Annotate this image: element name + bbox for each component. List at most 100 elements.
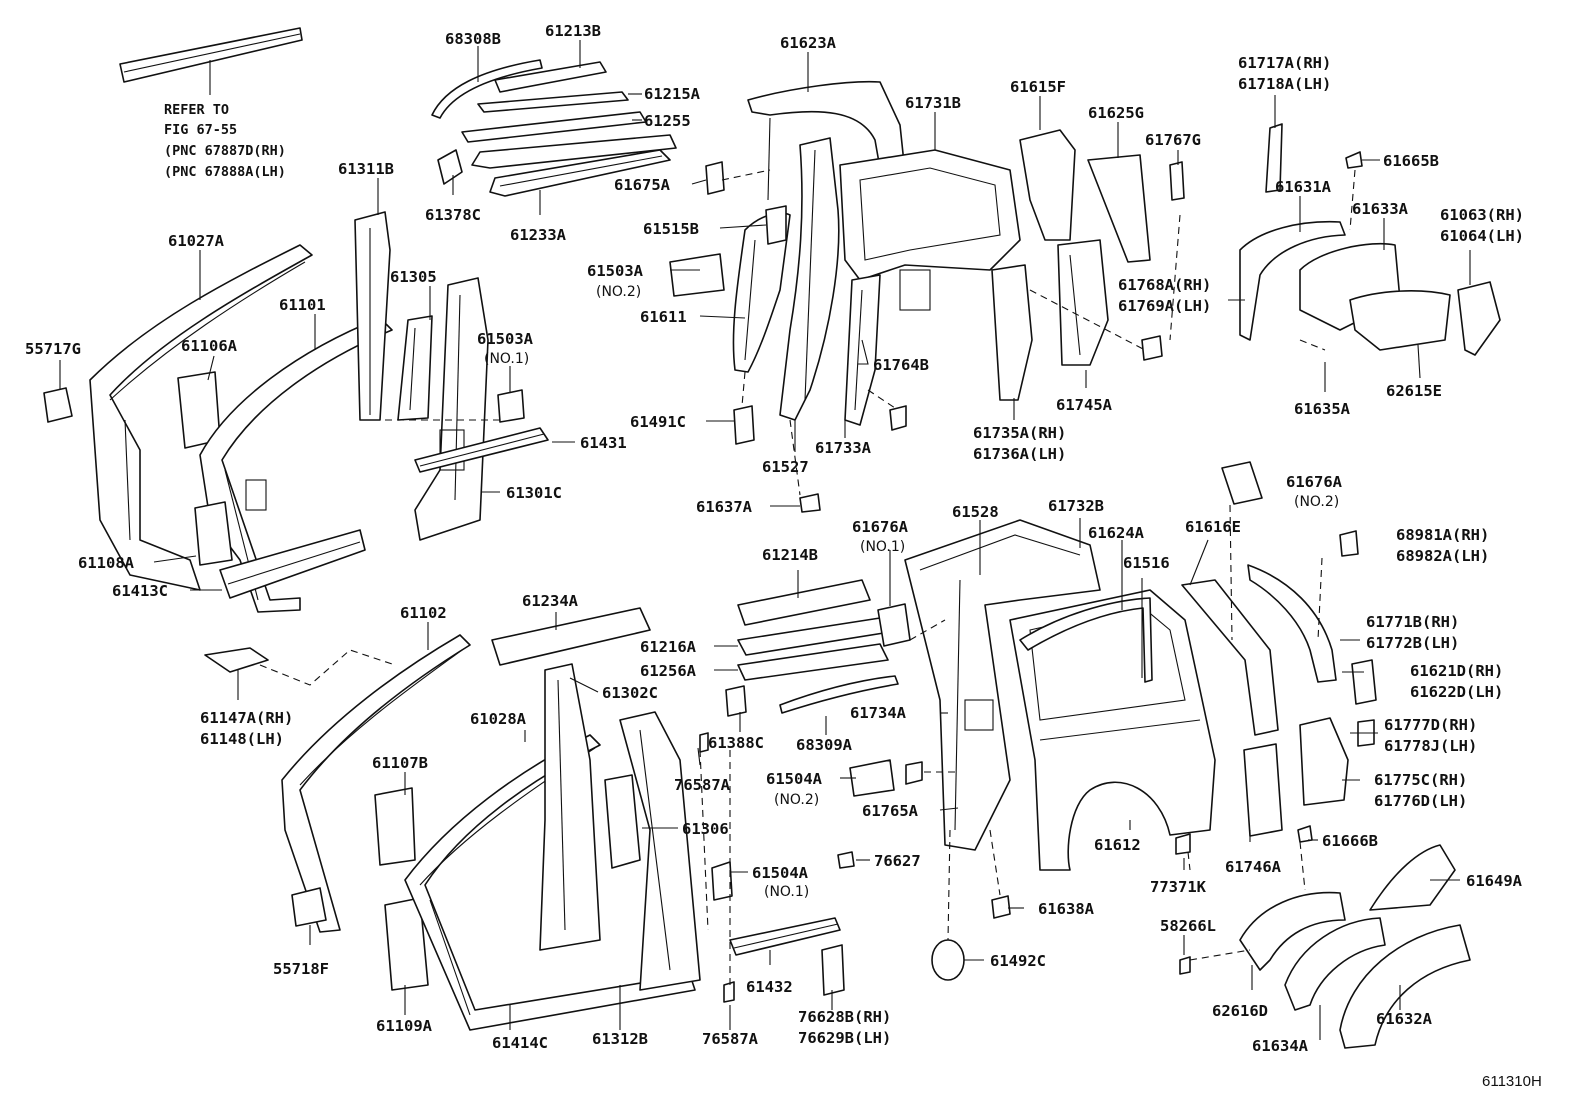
part-label[interactable]: 61515B [643, 220, 699, 238]
part-label[interactable]: 76628B(RH) [798, 1008, 891, 1026]
part-label[interactable]: 61718A(LH) [1238, 75, 1331, 93]
part-label[interactable]: 61213B [545, 22, 601, 40]
part-label[interactable]: 61621D(RH) [1410, 662, 1503, 680]
part-label[interactable]: 76587A [674, 776, 731, 794]
part-label[interactable]: 61675A [614, 176, 671, 194]
part-label[interactable]: 61527 [762, 458, 809, 476]
part-label[interactable]: 61528 [952, 503, 999, 521]
part-label[interactable]: 68308B [445, 30, 501, 48]
part-label[interactable]: 61769A(LH) [1118, 297, 1211, 315]
part-label[interactable]: 61778J(LH) [1384, 737, 1477, 755]
part-label[interactable]: 61491C [630, 413, 686, 431]
part-label[interactable]: 61233A [510, 226, 567, 244]
part-label[interactable]: 61637A [696, 498, 753, 516]
part-label[interactable]: 76587A [702, 1030, 759, 1048]
part-label[interactable]: 61731B [905, 94, 961, 112]
part-label[interactable]: 76627 [874, 852, 921, 870]
part-label[interactable]: 61234A [522, 592, 579, 610]
part-label[interactable]: 61666B [1322, 832, 1378, 850]
part-label[interactable]: 61772B(LH) [1366, 634, 1459, 652]
part-label[interactable]: 76629B(LH) [798, 1029, 891, 1047]
part-label[interactable]: 61776D(LH) [1374, 792, 1467, 810]
part-label[interactable]: 61765A [862, 802, 919, 820]
part-label[interactable]: 61516 [1123, 554, 1170, 572]
part-label[interactable]: 61745A [1056, 396, 1113, 414]
part-label[interactable]: 61634A [1252, 1037, 1309, 1055]
part-label[interactable]: 61771B(RH) [1366, 613, 1459, 631]
part-label[interactable]: 61414C [492, 1034, 548, 1052]
part-label[interactable]: 55717G [25, 340, 81, 358]
part-label[interactable]: 58266L [1160, 917, 1216, 935]
part-label[interactable]: 61775C(RH) [1374, 771, 1467, 789]
part-label[interactable]: 61625G [1088, 104, 1144, 122]
part-label[interactable]: 61717A(RH) [1238, 54, 1331, 72]
part-label[interactable]: 68982A(LH) [1396, 547, 1489, 565]
part-label[interactable]: 61504A [766, 770, 823, 788]
part-label[interactable]: 61492C [990, 952, 1046, 970]
part-label[interactable]: 61302C [602, 684, 658, 702]
part-label[interactable]: 61413C [112, 582, 168, 600]
part-label[interactable]: 61734A [850, 704, 907, 722]
part-label[interactable]: 61777D(RH) [1384, 716, 1477, 734]
part-label[interactable]: 61107B [372, 754, 428, 772]
part-label[interactable]: 61148(LH) [200, 730, 284, 748]
part-label[interactable]: 61106A [181, 337, 238, 355]
part-label[interactable]: 61431 [580, 434, 627, 452]
part-label[interactable]: 61256A [640, 662, 697, 680]
part-label[interactable]: 61108A [78, 554, 135, 572]
part-label[interactable]: 61768A(RH) [1118, 276, 1211, 294]
part-label[interactable]: 61504A [752, 864, 809, 882]
part-label[interactable]: 61624A [1088, 524, 1145, 542]
part-label[interactable]: 61064(LH) [1440, 227, 1524, 245]
part-label[interactable]: 61101 [279, 296, 326, 314]
part-label[interactable]: 61623A [780, 34, 837, 52]
part-label[interactable]: 61312B [592, 1030, 648, 1048]
part-label[interactable]: 61147A(RH) [200, 709, 293, 727]
part-label[interactable]: 61631A [1275, 178, 1332, 196]
part-label[interactable]: 61027A [168, 232, 225, 250]
part-label[interactable]: 61109A [376, 1017, 433, 1035]
part-label[interactable]: 61665B [1383, 152, 1439, 170]
part-label[interactable]: 62616D [1212, 1002, 1268, 1020]
part-label[interactable]: 61611 [640, 308, 687, 326]
part-label[interactable]: 61311B [338, 160, 394, 178]
part-label[interactable]: 61388C [708, 734, 764, 752]
part-label[interactable]: 61503A [587, 262, 644, 280]
part-label[interactable]: 61432 [746, 978, 793, 996]
part-label[interactable]: 61028A [470, 710, 527, 728]
part-label[interactable]: 77371K [1150, 878, 1207, 896]
part-label[interactable]: 61301C [506, 484, 562, 502]
part-label[interactable]: 61102 [400, 604, 447, 622]
part-label[interactable]: 61215A [644, 85, 701, 103]
part-label[interactable]: 61503A [477, 330, 534, 348]
part-label[interactable]: 68981A(RH) [1396, 526, 1489, 544]
part-label[interactable]: 61635A [1294, 400, 1351, 418]
part-label[interactable]: 61216A [640, 638, 697, 656]
part-label[interactable]: 61632A [1376, 1010, 1433, 1028]
part-label[interactable]: 61764B [873, 356, 929, 374]
part-label[interactable]: 68309A [796, 736, 853, 754]
part-label[interactable]: 61255 [644, 112, 691, 130]
part-label[interactable]: 61735A(RH) [973, 424, 1066, 442]
part-label[interactable]: 61214B [762, 546, 818, 564]
part-label[interactable]: 61746A [1225, 858, 1282, 876]
part-label[interactable]: 61732B [1048, 497, 1104, 515]
part-label[interactable]: 61676A [1286, 473, 1343, 491]
part-label[interactable]: 61767G [1145, 131, 1201, 149]
part-label[interactable]: 61063(RH) [1440, 206, 1524, 224]
part-label[interactable]: 61733A [815, 439, 872, 457]
part-label[interactable]: 61612 [1094, 836, 1141, 854]
part-label[interactable]: 61378C [425, 206, 481, 224]
part-label[interactable]: 61649A [1466, 872, 1523, 890]
part-label[interactable]: 61616E [1185, 518, 1241, 536]
part-label[interactable]: 61676A [852, 518, 909, 536]
part-label[interactable]: 61622D(LH) [1410, 683, 1503, 701]
part-label[interactable]: 55718F [273, 960, 329, 978]
part-label[interactable]: 61615F [1010, 78, 1066, 96]
part-label[interactable]: 61638A [1038, 900, 1095, 918]
part-label[interactable]: 61306 [682, 820, 729, 838]
part-label[interactable]: 61305 [390, 268, 437, 286]
part-label[interactable]: 62615E [1386, 382, 1442, 400]
part-label[interactable]: 61736A(LH) [973, 445, 1066, 463]
part-label[interactable]: 61633A [1352, 200, 1409, 218]
